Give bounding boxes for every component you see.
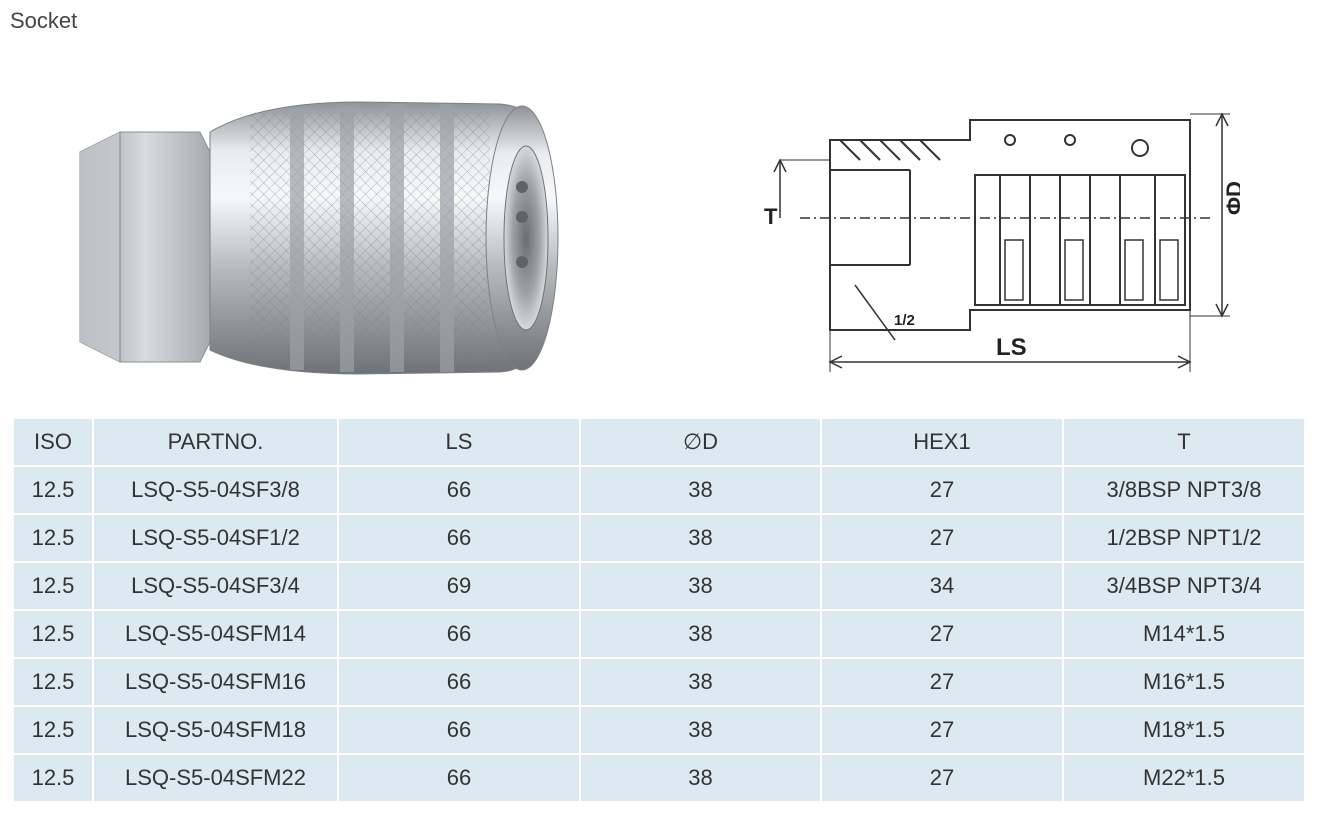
cell-iso: 12.5	[12, 513, 94, 563]
dimension-drawing: T ΦD LS 1/2	[764, 112, 1240, 372]
table-row: 12.5 LSQ-S5-04SFM18 66 38 27 M18*1.5	[12, 705, 1306, 755]
cell-iso: 12.5	[12, 657, 94, 707]
table-header-row: ISO PARTNO. LS ∅D HEX1 T	[12, 417, 1306, 467]
cell-partno: LSQ-S5-04SFM22	[92, 753, 339, 803]
cell-iso: 12.5	[12, 465, 94, 515]
column-header-partno: PARTNO.	[92, 417, 339, 467]
cell-partno: LSQ-S5-04SFM18	[92, 705, 339, 755]
cell-t: 3/8BSP NPT3/8	[1062, 465, 1306, 515]
product-photo	[79, 101, 559, 375]
cell-hex1: 34	[820, 561, 1064, 611]
column-header-hex1: HEX1	[820, 417, 1064, 467]
cell-ls: 66	[337, 705, 581, 755]
cell-hex1: 27	[820, 753, 1064, 803]
column-header-ls: LS	[337, 417, 581, 467]
cell-t: M22*1.5	[1062, 753, 1306, 803]
cell-d: 38	[579, 753, 822, 803]
cell-partno: LSQ-S5-04SF3/4	[92, 561, 339, 611]
cell-hex1: 27	[820, 705, 1064, 755]
cell-ls: 66	[337, 513, 581, 563]
page-title: Socket	[10, 8, 78, 33]
column-header-iso: ISO	[12, 417, 94, 467]
cell-partno: LSQ-S5-04SF1/2	[92, 513, 339, 563]
cell-d: 38	[579, 465, 822, 515]
dimension-t-label: T	[764, 204, 778, 229]
dimension-ls-label: LS	[996, 334, 1027, 361]
dimension-angle-label: 1/2	[894, 312, 915, 329]
dimension-d-label: ΦD	[1222, 181, 1240, 215]
cell-iso: 12.5	[12, 705, 94, 755]
cell-t: M16*1.5	[1062, 657, 1306, 707]
cell-d: 38	[579, 705, 822, 755]
cell-t: 3/4BSP NPT3/4	[1062, 561, 1306, 611]
cell-ls: 66	[337, 753, 581, 803]
cell-ls: 66	[337, 465, 581, 515]
cell-iso: 12.5	[12, 561, 94, 611]
table-row: 12.5 LSQ-S5-04SF3/4 69 38 34 3/4BSP NPT3…	[12, 561, 1306, 611]
table-row: 12.5 LSQ-S5-04SFM16 66 38 27 M16*1.5	[12, 657, 1306, 707]
cell-partno: LSQ-S5-04SF3/8	[92, 465, 339, 515]
cell-iso: 12.5	[12, 609, 94, 659]
cell-ls: 66	[337, 657, 581, 707]
cell-d: 38	[579, 513, 822, 563]
spec-table: ISO PARTNO. LS ∅D HEX1 T 12.5 LSQ-S5-04S…	[12, 417, 1306, 803]
cell-hex1: 27	[820, 657, 1064, 707]
cell-iso: 12.5	[12, 753, 94, 803]
cell-t: 1/2BSP NPT1/2	[1062, 513, 1306, 563]
cell-d: 38	[579, 561, 822, 611]
cell-hex1: 27	[820, 513, 1064, 563]
column-header-t: T	[1062, 417, 1306, 467]
cell-t: M14*1.5	[1062, 609, 1306, 659]
cell-t: M18*1.5	[1062, 705, 1306, 755]
cell-ls: 66	[337, 609, 581, 659]
cell-d: 38	[579, 609, 822, 659]
column-header-d: ∅D	[579, 417, 822, 467]
cell-partno: LSQ-S5-04SFM16	[92, 657, 339, 707]
cell-d: 38	[579, 657, 822, 707]
cell-partno: LSQ-S5-04SFM14	[92, 609, 339, 659]
cell-hex1: 27	[820, 609, 1064, 659]
table-row: 12.5 LSQ-S5-04SFM14 66 38 27 M14*1.5	[12, 609, 1306, 659]
cell-ls: 69	[337, 561, 581, 611]
table-row: 12.5 LSQ-S5-04SF3/8 66 38 27 3/8BSP NPT3…	[12, 465, 1306, 515]
cell-hex1: 27	[820, 465, 1064, 515]
table-row: 12.5 LSQ-S5-04SFM22 66 38 27 M22*1.5	[12, 753, 1306, 803]
table-row: 12.5 LSQ-S5-04SF1/2 66 38 27 1/2BSP NPT1…	[12, 513, 1306, 563]
